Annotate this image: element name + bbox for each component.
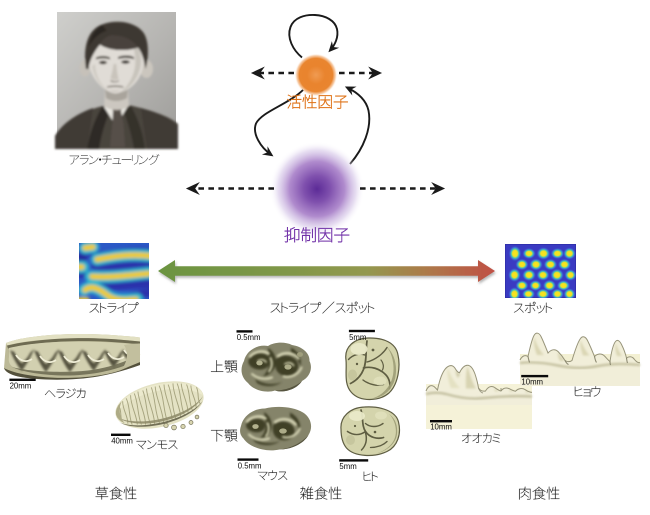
svg-text:5mm: 5mm bbox=[349, 333, 366, 342]
svg-text:40mm: 40mm bbox=[111, 437, 133, 446]
svg-text:0.5mm: 0.5mm bbox=[238, 461, 262, 470]
svg-text:10mm: 10mm bbox=[521, 377, 543, 386]
svg-text:20mm: 20mm bbox=[10, 382, 32, 391]
svg-text:0.5mm: 0.5mm bbox=[237, 333, 261, 342]
svg-text:10mm: 10mm bbox=[430, 422, 452, 431]
svg-text:5mm: 5mm bbox=[339, 462, 356, 471]
